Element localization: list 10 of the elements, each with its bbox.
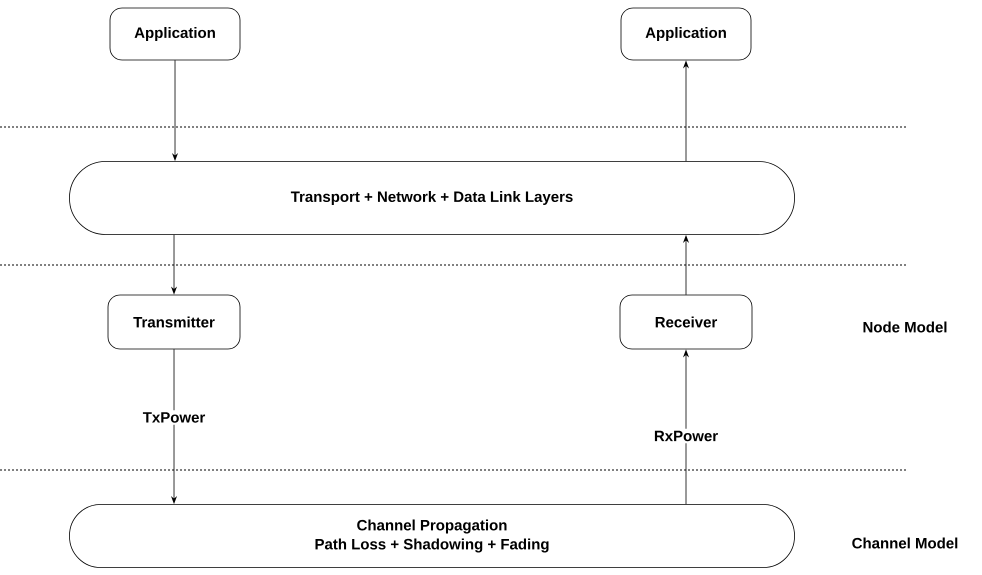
layer-box: Transport + Network + Data Link Layers [69,161,795,235]
layer-box: Channel Propagation Path Loss + Shadowing + Fading [69,504,795,568]
layer-box: Application [620,8,752,60]
edge-label: RxPower [652,428,720,444]
model-label: Channel Model [852,537,958,548]
layer-box: Application [110,8,240,60]
layer-box: Receiver [620,294,752,350]
layer-box: Transmitter [108,294,240,350]
model-label: Node Model [864,321,946,332]
edge-label: TxPower [140,410,208,425]
